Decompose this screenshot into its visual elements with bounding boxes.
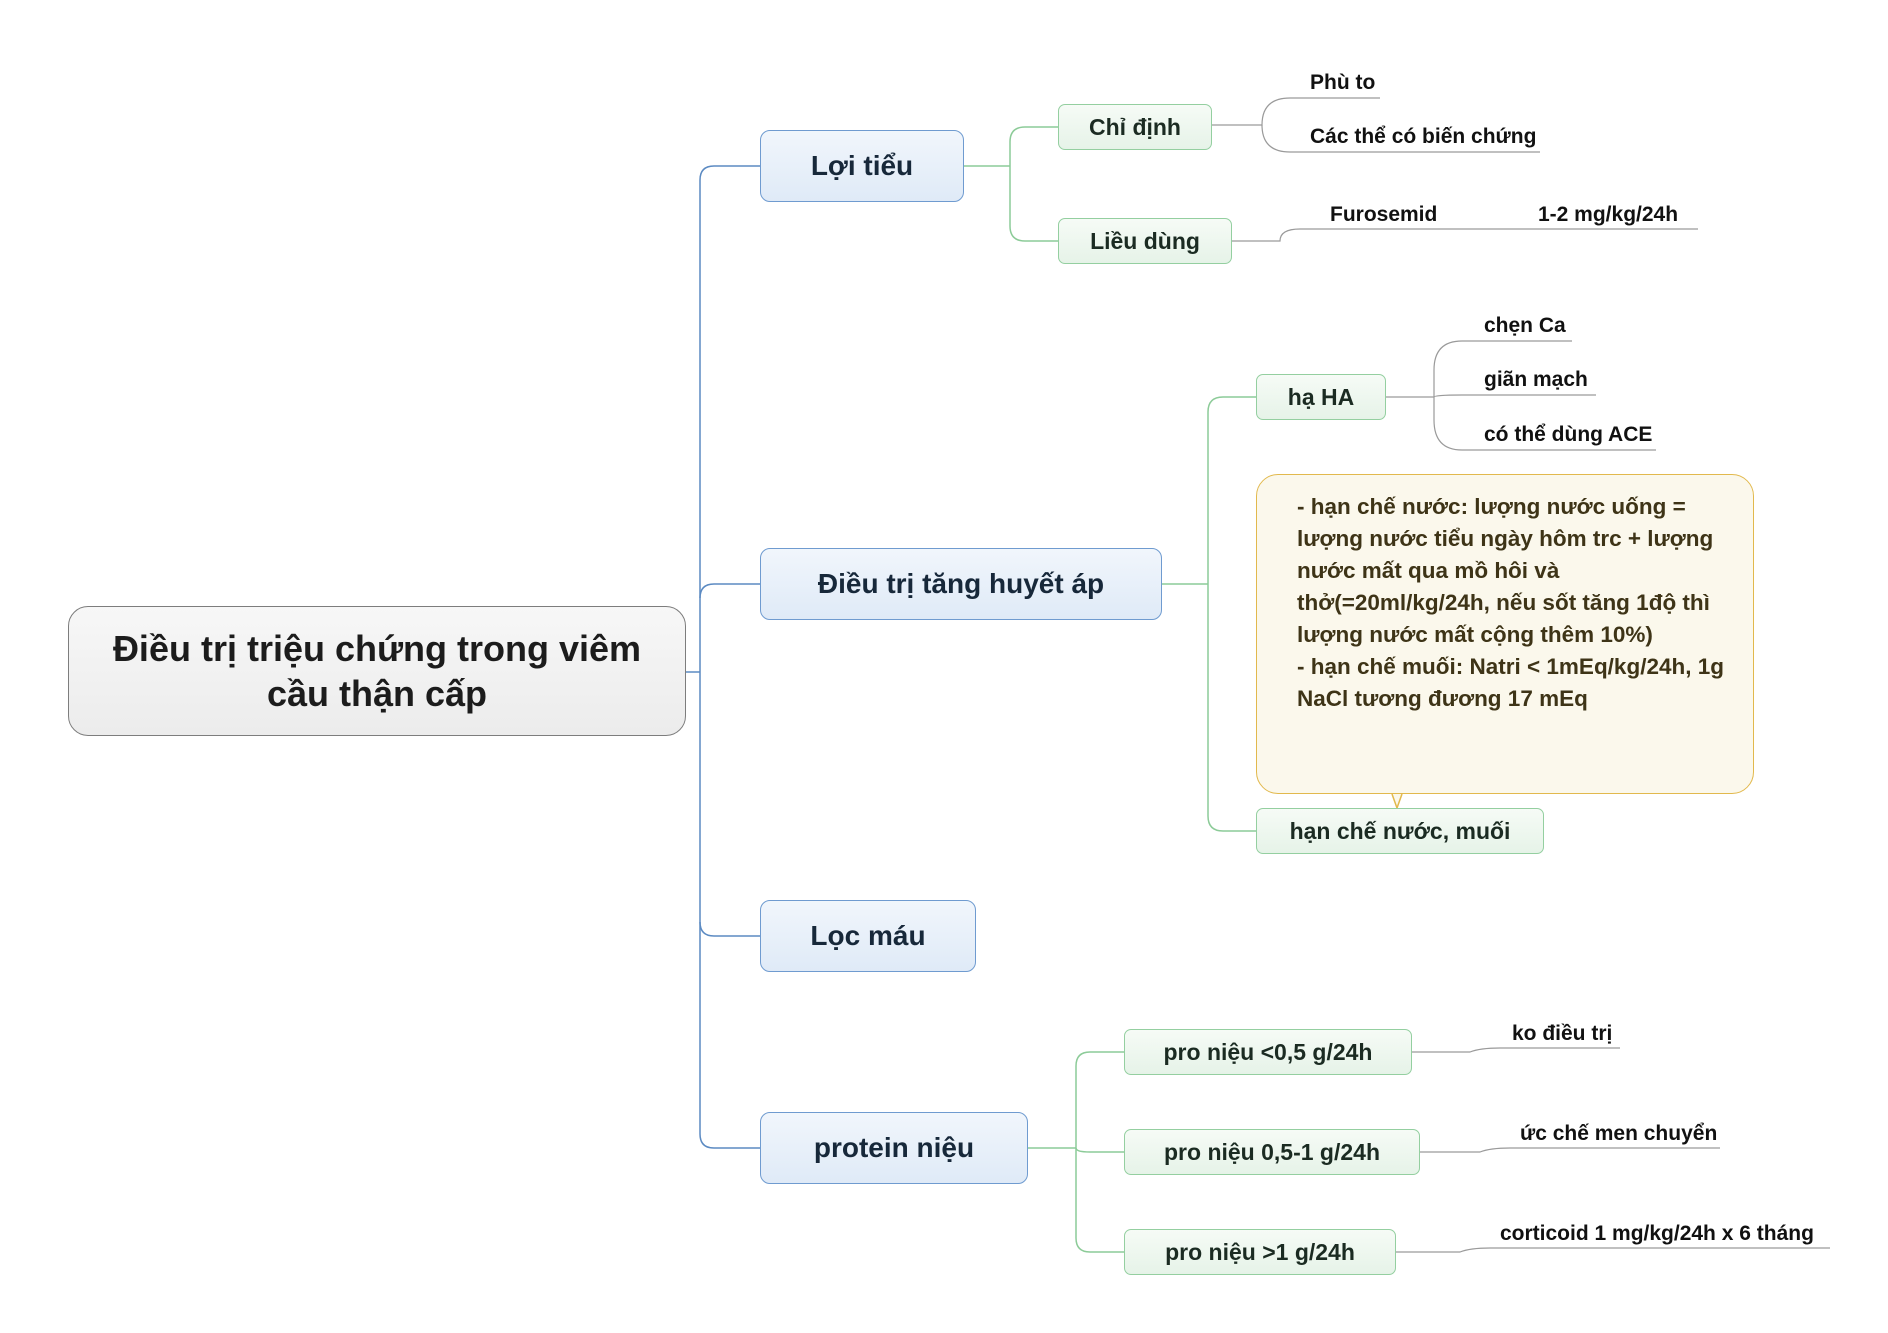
subtopic-pro-nieu-05-1-label: pro niệu 0,5-1 g/24h bbox=[1164, 1138, 1380, 1165]
leaf-connectors bbox=[1212, 97, 1830, 1253]
subtopic-lieu-dung-label: Liều dùng bbox=[1090, 227, 1200, 254]
topic-loi-tieu[interactable]: Lợi tiểu bbox=[760, 130, 964, 202]
subtopic-pro-nieu-gt-1[interactable]: pro niệu >1 g/24h bbox=[1124, 1229, 1396, 1275]
link-hanche bbox=[1207, 584, 1256, 832]
main-connectors bbox=[686, 165, 760, 1149]
leaf-link-ucche bbox=[1420, 1147, 1720, 1153]
topic-loc-mau[interactable]: Lọc máu bbox=[760, 900, 976, 972]
leaf-link-ace bbox=[1433, 397, 1656, 451]
subtopic-lieu-dung[interactable]: Liều dùng bbox=[1058, 218, 1232, 264]
subtopic-ha-ha[interactable]: hạ HA bbox=[1256, 374, 1386, 420]
leaf-link-bienchung bbox=[1261, 124, 1540, 153]
leaf-gian-mach[interactable]: giãn mạch bbox=[1484, 368, 1588, 391]
link-pro1 bbox=[1075, 1051, 1124, 1148]
leaf-link-kodieutri bbox=[1412, 1047, 1620, 1053]
leaf-chen-ca[interactable]: chẹn Ca bbox=[1484, 314, 1566, 337]
subtopic-chi-dinh[interactable]: Chỉ định bbox=[1058, 104, 1212, 150]
leaf-link-phuto bbox=[1212, 97, 1380, 126]
topic-protein-nieu-label: protein niệu bbox=[813, 1132, 975, 1163]
leaf-phu-to[interactable]: Phù to bbox=[1310, 71, 1376, 94]
callout-pointer bbox=[1391, 793, 1403, 811]
leaf-ko-dieu-tri[interactable]: ko điều trị bbox=[1512, 1022, 1613, 1045]
leaf-ace[interactable]: có thể dùng ACE bbox=[1484, 423, 1653, 446]
note-callout-water-salt: - hạn chế nước: lượng nước uống = lượng … bbox=[1256, 474, 1754, 794]
subtopic-chi-dinh-label: Chỉ định bbox=[1089, 113, 1181, 140]
topic-tang-huyet-ap-label: Điều trị tăng huyết áp bbox=[817, 568, 1105, 599]
link-lieudung bbox=[1009, 166, 1058, 242]
leaf-corticoid[interactable]: corticoid 1 mg/kg/24h x 6 tháng bbox=[1500, 1222, 1814, 1245]
leaf-cac-the-bien-chung[interactable]: Các thể có biến chứng bbox=[1310, 125, 1537, 148]
root-topic[interactable]: Điều trị triệu chứng trong viêm cầu thận… bbox=[68, 606, 686, 736]
leaf-furosemid[interactable]: Furosemid bbox=[1330, 203, 1438, 226]
subtopic-pro-nieu-gt-1-label: pro niệu >1 g/24h bbox=[1165, 1238, 1355, 1265]
topic-loc-mau-label: Lọc máu bbox=[810, 920, 926, 951]
subtopic-ha-ha-label: hạ HA bbox=[1287, 383, 1355, 410]
link-main-trunk bbox=[699, 180, 760, 1149]
leaf-furosemid-dose[interactable]: 1-2 mg/kg/24h bbox=[1538, 203, 1679, 226]
topic-tang-huyet-ap[interactable]: Điều trị tăng huyết áp bbox=[760, 548, 1162, 620]
topic-protein-nieu[interactable]: protein niệu bbox=[760, 1112, 1028, 1184]
subtopic-pro-nieu-lt-05[interactable]: pro niệu <0,5 g/24h bbox=[1124, 1029, 1412, 1075]
leaf-link-gianmach bbox=[1433, 394, 1596, 398]
subtopic-pro-nieu-05-1[interactable]: pro niệu 0,5-1 g/24h bbox=[1124, 1129, 1420, 1175]
link-main-trunk bbox=[699, 165, 760, 181]
link-pro2 bbox=[1075, 1147, 1124, 1153]
subtopic-han-che-label: hạn chế nước, muối bbox=[1289, 817, 1511, 844]
link-haha bbox=[1207, 396, 1256, 584]
leaf-uc-che-men-chuyen[interactable]: ức chế men chuyển bbox=[1520, 1122, 1718, 1145]
leaf-link-corticoid bbox=[1396, 1247, 1830, 1253]
subtopic-pro-nieu-lt-05-label: pro niệu <0,5 g/24h bbox=[1163, 1038, 1373, 1065]
root-topic-label: Điều trị triệu chứng trong viêm cầu thận… bbox=[112, 628, 642, 714]
subtopic-han-che-nuoc-muoi[interactable]: hạn chế nước, muối bbox=[1256, 808, 1544, 854]
topic-loi-tieu-label: Lợi tiểu bbox=[810, 150, 914, 181]
link-main-thuyetap bbox=[699, 583, 760, 599]
link-main-locmau bbox=[699, 921, 760, 937]
leaf-link-chenca bbox=[1386, 340, 1572, 398]
link-pro3 bbox=[1075, 1148, 1124, 1253]
link-chidinh bbox=[1009, 126, 1058, 166]
leaf-link-furosemid bbox=[1232, 228, 1500, 242]
sub-connectors bbox=[964, 126, 1256, 1253]
